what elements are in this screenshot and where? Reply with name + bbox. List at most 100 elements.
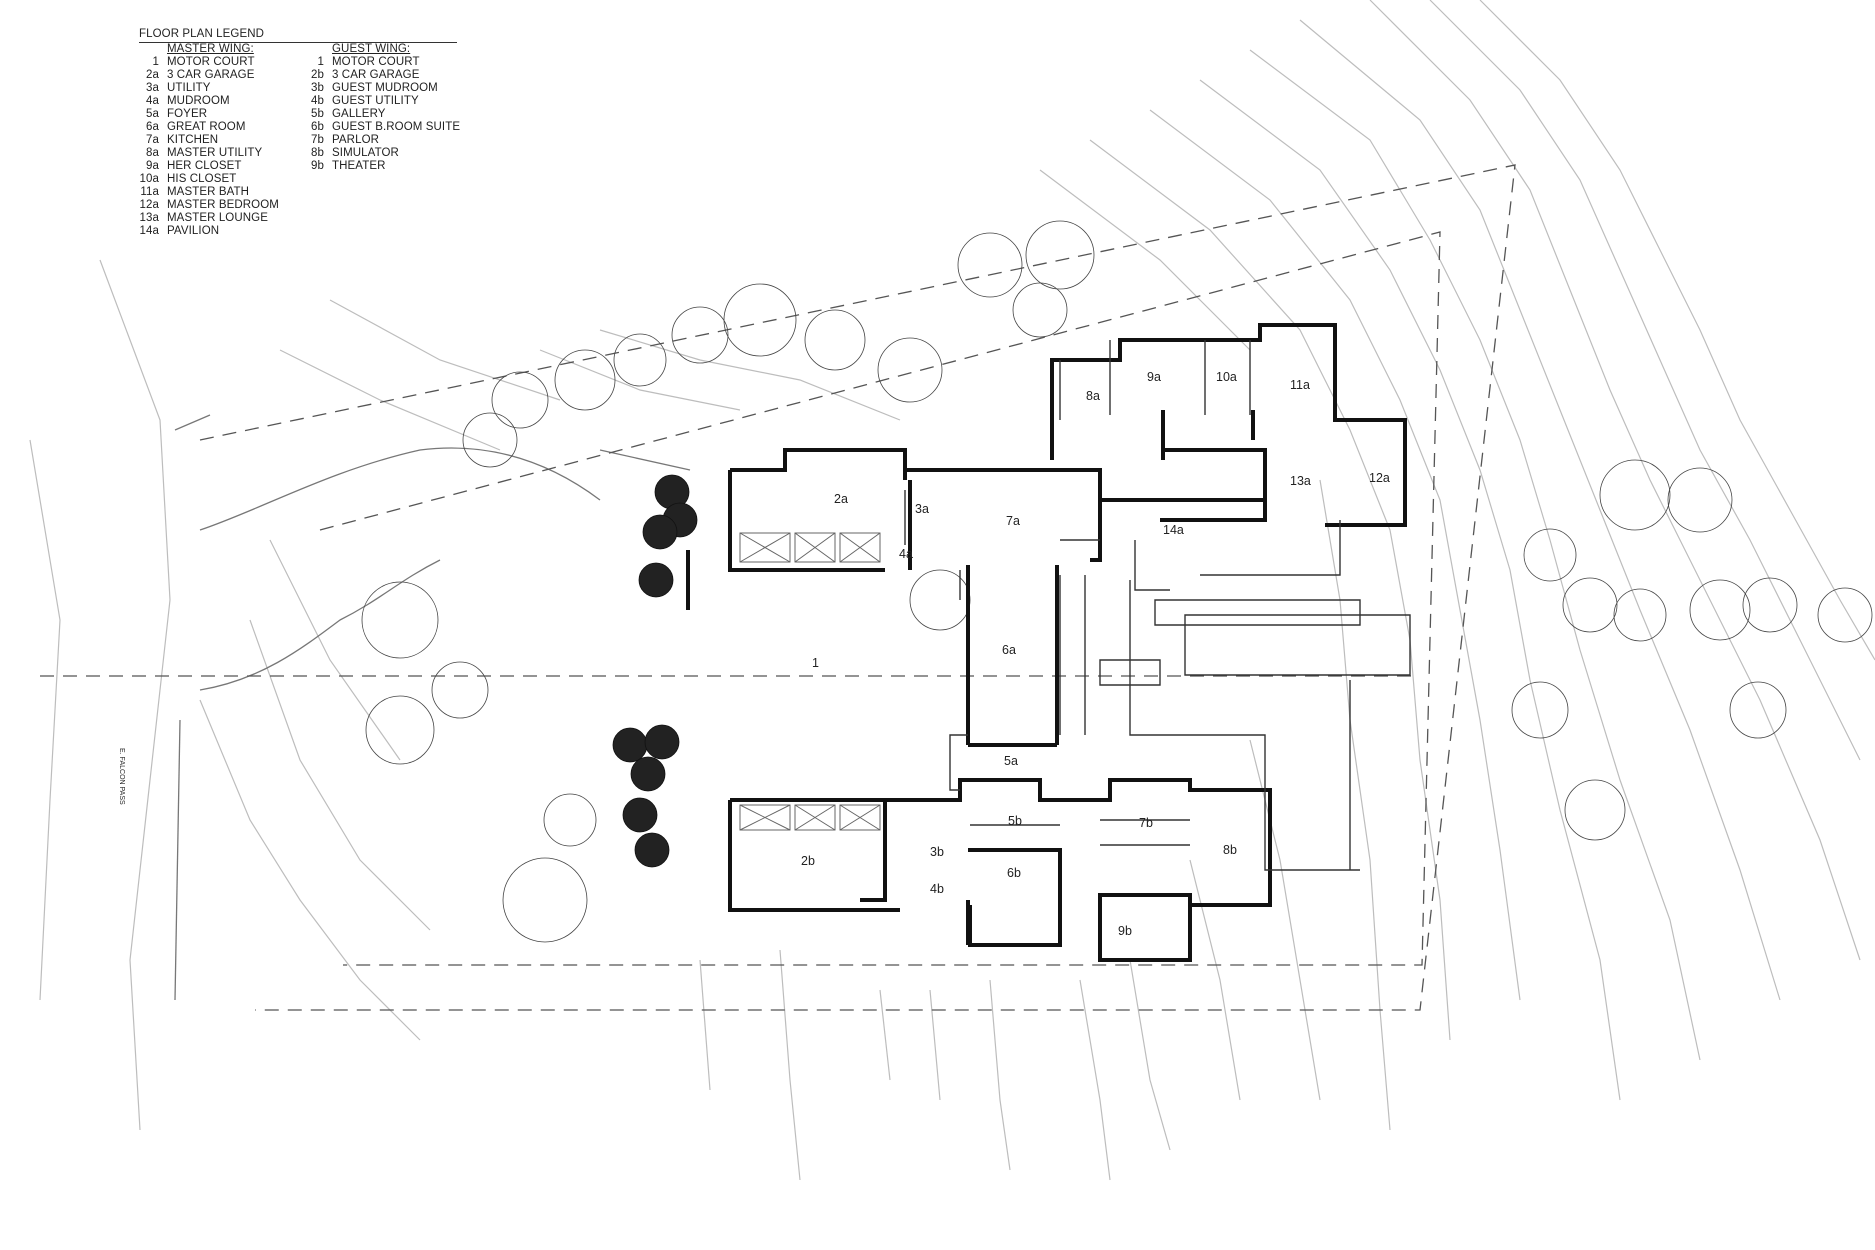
trees	[361, 220, 1873, 943]
room-label-11a: 11a	[1290, 378, 1310, 392]
room-label-2b: 2b	[801, 854, 815, 868]
legend-guest-heading: GUEST WING:	[332, 43, 411, 55]
room-label-14a: 14a	[1163, 523, 1184, 537]
legend-item-label: PARLOR	[332, 134, 380, 146]
room-label-5a: 5a	[1004, 754, 1018, 768]
legend-master-item: 10a HIS CLOSET	[139, 173, 279, 186]
room-label-8a: 8a	[1086, 389, 1100, 403]
legend-item-label: GALLERY	[332, 108, 386, 120]
room-labels: 1 2a 3a 4a 5a 6a 7a 8a 9a 10a 11a 12a 13…	[801, 370, 1390, 938]
garage-bays	[739, 532, 881, 831]
legend-item-label: GUEST UTILITY	[332, 95, 419, 107]
legend-item-number: 7a	[146, 134, 159, 146]
legend-item-number: 3a	[146, 82, 159, 94]
legend-item-number: 2b	[311, 69, 324, 81]
legend-item-number: 3b	[311, 82, 324, 94]
legend-item-label: MOTOR COURT	[167, 56, 255, 68]
room-label-4a: 4a	[899, 547, 913, 561]
legend-master-item: 12a MASTER BEDROOM	[139, 199, 279, 212]
interior-partitions	[904, 340, 1411, 871]
floor-plan-legend: FLOOR PLAN LEGEND MASTER WING: 1 MOTOR CO…	[139, 28, 460, 237]
legend-guest-item: 2b 3 CAR GARAGE	[304, 69, 460, 82]
driveway	[174, 414, 691, 1001]
room-label-1: 1	[812, 656, 819, 670]
legend-guest-item: 5b GALLERY	[304, 108, 460, 121]
room-label-12a: 12a	[1369, 471, 1390, 485]
legend-item-label: HER CLOSET	[167, 160, 242, 172]
legend-item-number: 5a	[146, 108, 159, 120]
legend-item-number: 4a	[146, 95, 159, 107]
legend-item-label: MASTER BEDROOM	[167, 199, 279, 211]
legend-item-label: GUEST MUDROOM	[332, 82, 438, 94]
legend-master-item: 3a UTILITY	[139, 82, 279, 95]
legend-item-label: GREAT ROOM	[167, 121, 246, 133]
legend-item-label: THEATER	[332, 160, 386, 172]
street-label: E. FALCON PASS	[118, 748, 125, 805]
legend-item-number: 11a	[140, 186, 159, 198]
building-walls	[686, 323, 1407, 962]
legend-item-number: 5b	[311, 108, 324, 120]
legend-item-number: 10a	[139, 173, 159, 185]
legend-item-number: 1	[317, 56, 324, 68]
tree-cluster-south	[361, 569, 971, 943]
legend-item-label: 3 CAR GARAGE	[332, 69, 420, 81]
legend-guest-item: 3b GUEST MUDROOM	[304, 82, 460, 95]
room-label-7b: 7b	[1139, 816, 1153, 830]
tree-cluster-west	[612, 474, 698, 868]
legend-item-label: FOYER	[167, 108, 208, 120]
room-label-8b: 8b	[1223, 843, 1237, 857]
legend-master-item: 7a KITCHEN	[139, 134, 279, 147]
room-label-13a: 13a	[1290, 474, 1311, 488]
legend-item-label: PAVILION	[167, 225, 220, 237]
room-label-9a: 9a	[1147, 370, 1161, 384]
legend-title: FLOOR PLAN LEGEND	[139, 28, 457, 43]
legend-guest-item: 6b GUEST B.ROOM SUITE	[304, 121, 460, 134]
room-label-5b: 5b	[1008, 814, 1022, 828]
legend-item-number: 6b	[311, 121, 324, 133]
legend-item-number: 4b	[311, 95, 324, 107]
room-label-9b: 9b	[1118, 924, 1132, 938]
legend-guest-item: 1 MOTOR COURT	[304, 56, 460, 69]
legend-master-heading: MASTER WING:	[167, 43, 254, 55]
legend-item-number: 2a	[146, 69, 159, 81]
legend-item-label: HIS CLOSET	[167, 173, 237, 185]
legend-item-label: MOTOR COURT	[332, 56, 420, 68]
legend-guest-item: 7b PARLOR	[304, 134, 460, 147]
room-label-4b: 4b	[930, 882, 944, 896]
property-line	[40, 164, 1516, 1011]
legend-guest-item: 4b GUEST UTILITY	[304, 95, 460, 108]
legend-item-label: MUDROOM	[167, 95, 230, 107]
room-label-3b: 3b	[930, 845, 944, 859]
legend-item-label: UTILITY	[167, 82, 211, 94]
room-label-2a: 2a	[834, 492, 848, 506]
legend-item-number: 7b	[311, 134, 324, 146]
legend-item-number: 12a	[139, 199, 159, 211]
legend-item-label: MASTER LOUNGE	[167, 212, 268, 224]
legend-master-item: 1 MOTOR COURT	[139, 56, 279, 69]
legend-item-number: 6a	[146, 121, 159, 133]
legend-item-label: KITCHEN	[167, 134, 219, 146]
legend-master-item: 5a FOYER	[139, 108, 279, 121]
legend-guest-item: 8b SIMULATOR	[304, 147, 460, 160]
legend-item-label: 3 CAR GARAGE	[167, 69, 255, 81]
room-label-10a: 10a	[1216, 370, 1237, 384]
legend-item-number: 8a	[146, 147, 159, 159]
legend-item-number: 8b	[311, 147, 324, 159]
room-label-3a: 3a	[915, 502, 929, 516]
legend-item-label: SIMULATOR	[332, 147, 399, 159]
legend-item-label: MASTER BATH	[167, 186, 250, 198]
room-label-6a: 6a	[1002, 643, 1016, 657]
topographic-contours	[29, 0, 1875, 1181]
legend-master-item: 2a 3 CAR GARAGE	[139, 69, 279, 82]
legend-item-label: GUEST B.ROOM SUITE	[332, 121, 461, 133]
legend-master-item: 4a MUDROOM	[139, 95, 279, 108]
legend-item-number: 13a	[139, 212, 159, 224]
legend-master-item: 11a MASTER BATH	[139, 186, 279, 199]
legend-item-number: 1	[152, 56, 159, 68]
